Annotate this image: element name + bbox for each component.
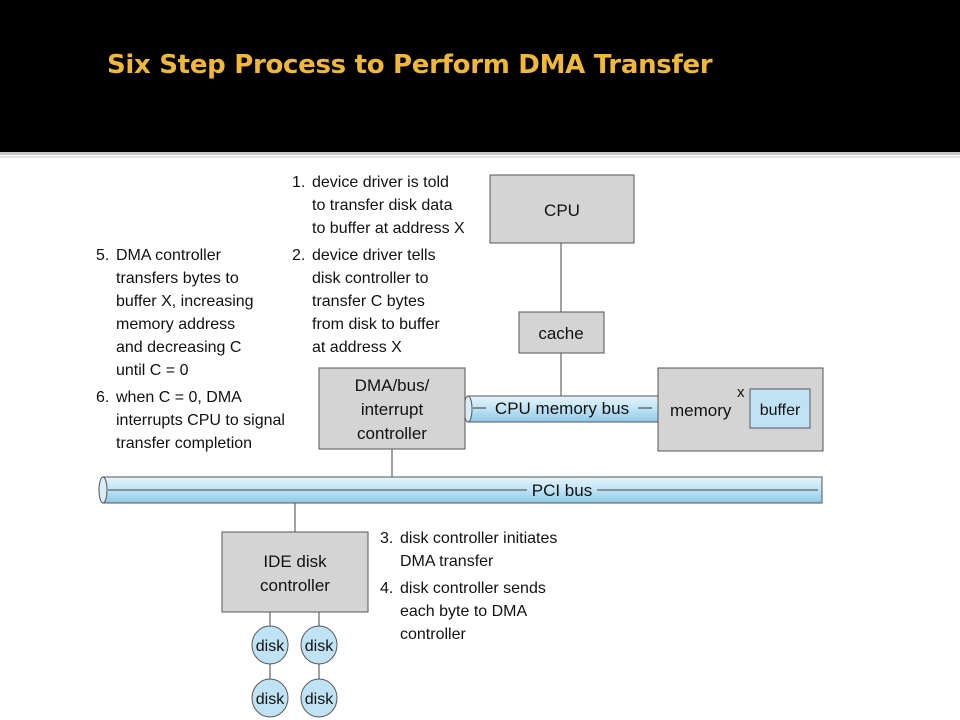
step-2-line-4: from disk to buffer — [312, 316, 440, 333]
disk-label: disk — [305, 638, 334, 655]
step-4-line-3: controller — [400, 626, 466, 643]
step-6-line-2: interrupts CPU to signal — [116, 412, 285, 429]
step-2-line-2: disk controller to — [312, 270, 429, 287]
step-number: 2. — [292, 247, 306, 264]
divider-shadow — [0, 156, 960, 158]
step-5-note: 5. DMA controller transfers bytes to buff… — [96, 244, 254, 382]
step-1-line-3: to buffer at address X — [312, 220, 465, 237]
divider — [0, 152, 960, 155]
step-6-line-3: transfer completion — [116, 435, 253, 452]
page-title: Six Step Process to Perform DMA Transfer — [107, 50, 713, 80]
disk-top-left: disk — [251, 625, 289, 665]
disk-bottom-right: disk — [300, 678, 338, 718]
step-5-line-2: transfers bytes to — [116, 270, 239, 287]
step-1-line-1: device driver is told — [312, 174, 449, 191]
ide-label-line-1: IDE disk — [263, 552, 327, 571]
dma-label-line-1: DMA/bus/ — [355, 376, 430, 395]
memory-label: memory — [670, 401, 732, 420]
step-2-line-5: at address X — [312, 339, 402, 356]
cpu-label: CPU — [544, 201, 580, 220]
step-4-note: 4. disk controller sends each byte to DMA… — [380, 577, 546, 646]
step-5-line-6: until C = 0 — [116, 362, 189, 379]
step-4-line-2: each byte to DMA — [400, 603, 528, 620]
title-bar — [0, 0, 960, 152]
step-6-line-1: when C = 0, DMA — [116, 389, 242, 406]
step-number: 5. — [96, 247, 110, 264]
step-4-line-1: disk controller sends — [400, 580, 546, 597]
buffer-label: buffer — [760, 402, 801, 419]
step-3-note: 3. disk controller initiates DMA transfer — [380, 527, 557, 573]
pci-bus: PCI bus — [98, 476, 823, 504]
step-5-line-3: buffer X, increasing — [116, 293, 254, 310]
step-3-line-1: disk controller initiates — [400, 530, 558, 547]
step-2-line-3: transfer C bytes — [312, 293, 425, 310]
cpu-memory-bus: CPU memory bus — [463, 395, 661, 423]
buffer-box — [749, 388, 811, 429]
step-5-line-1: DMA controller — [116, 247, 221, 264]
dma-controller-box — [318, 367, 466, 450]
dma-label-line-3: controller — [357, 424, 427, 443]
disk-label: disk — [256, 691, 285, 708]
ide-controller-box — [221, 531, 369, 613]
buffer-address-marker: x — [737, 384, 745, 401]
step-number: 4. — [380, 580, 394, 597]
step-2-note: 2. device driver tells disk controller to… — [292, 244, 440, 359]
cache-box — [518, 311, 605, 354]
cpu-memory-bus-label: CPU memory bus — [495, 399, 629, 418]
disk-top-right: disk — [300, 625, 338, 665]
step-number: 1. — [292, 174, 306, 191]
step-5-line-4: memory address — [116, 316, 236, 333]
step-number: 6. — [96, 389, 110, 406]
disk-label: disk — [256, 638, 285, 655]
step-2-line-1: device driver tells — [312, 247, 436, 264]
disk-bottom-left: disk — [251, 678, 289, 718]
step-5-line-5: and decreasing C — [116, 339, 242, 356]
dma-label-line-2: interrupt — [361, 400, 424, 419]
step-1-line-2: to transfer disk data — [312, 197, 453, 214]
step-3-line-2: DMA transfer — [400, 553, 494, 570]
disk-label: disk — [305, 691, 334, 708]
pci-bus-label: PCI bus — [532, 481, 592, 500]
step-number: 3. — [380, 530, 394, 547]
step-6-note: 6. when C = 0, DMA interrupts CPU to sign… — [96, 386, 285, 455]
step-1-note: 1. device driver is told to transfer disk… — [292, 171, 465, 240]
cpu-box — [489, 174, 635, 244]
ide-label-line-2: controller — [260, 576, 330, 595]
cache-label: cache — [538, 324, 583, 343]
